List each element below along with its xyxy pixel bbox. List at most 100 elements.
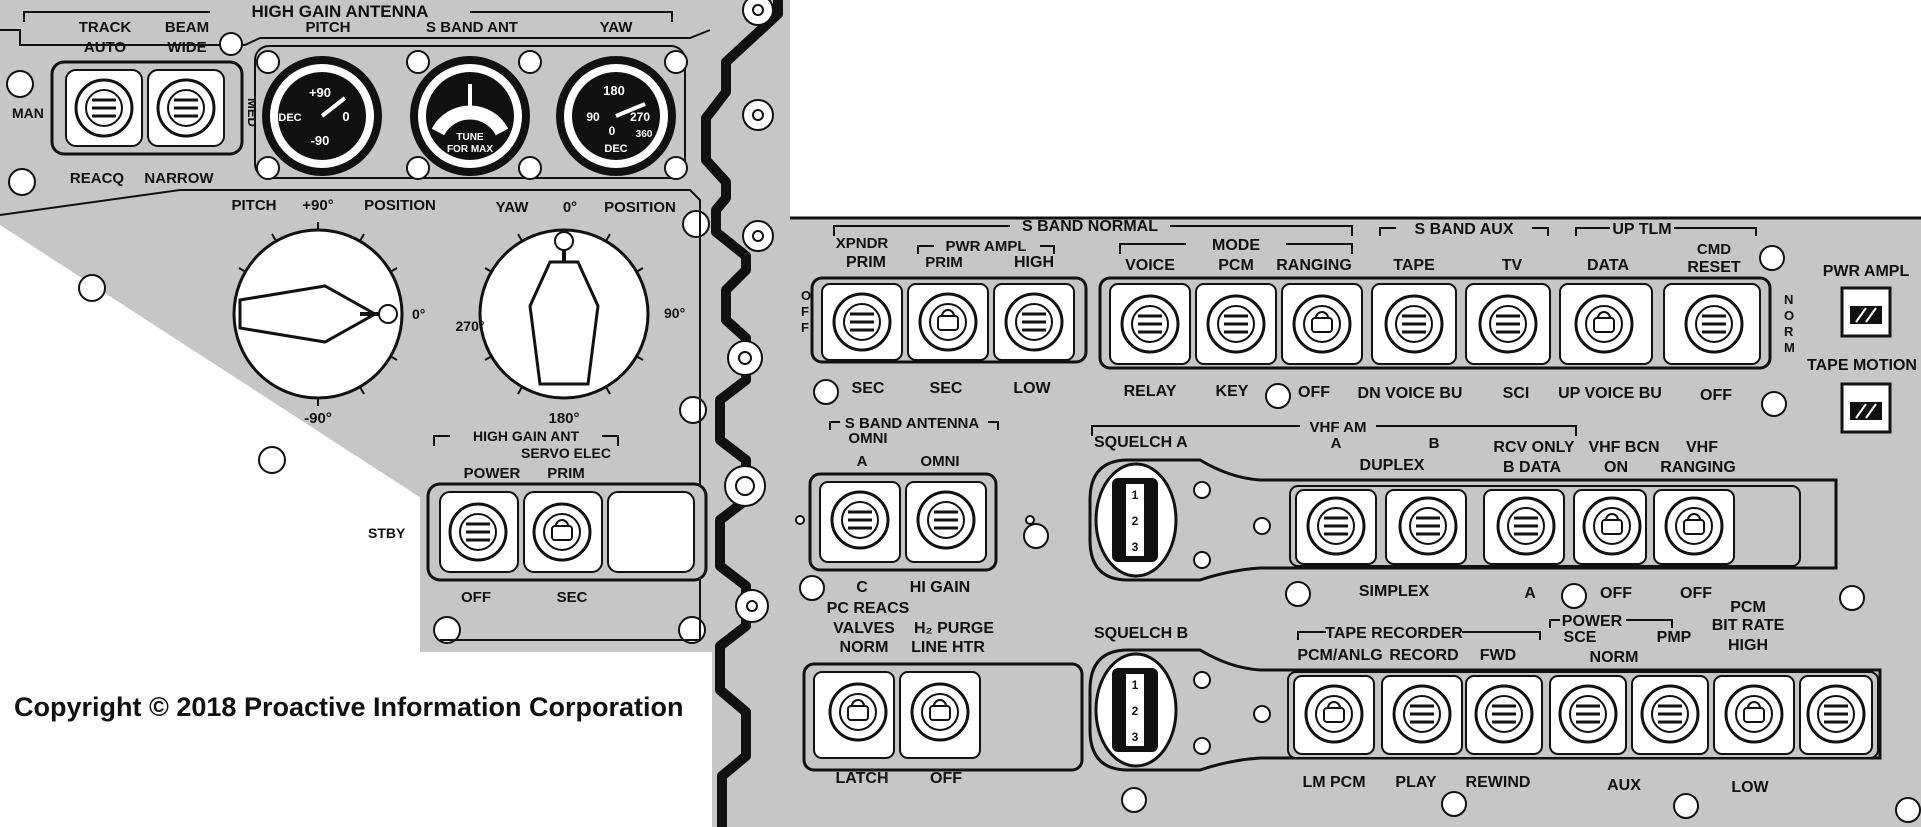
pwr-ampl-prim-switch[interactable]	[918, 292, 978, 352]
screw-icon	[1193, 481, 1211, 499]
right-panel: S BAND NORMAL XPNDR PRIM PWR AMPL PRIM H…	[795, 218, 1921, 823]
vhf-ranging-off-label: OFF	[1680, 585, 1712, 602]
screw-icon	[1193, 671, 1211, 689]
pwr-ampl-high-switch[interactable]	[1004, 292, 1064, 352]
hga-servo-switch[interactable]	[532, 502, 592, 562]
beam-width-switch[interactable]	[156, 78, 216, 138]
valves-label: VALVES	[833, 620, 895, 637]
voice-switch[interactable]	[1120, 294, 1180, 354]
pwr-ampl-label: PWR AMPL	[945, 238, 1026, 255]
hga-power-switch[interactable]	[448, 502, 508, 562]
yaw-meter-center: 0	[609, 124, 616, 138]
yaw-meter-left: 90	[586, 110, 600, 124]
vhf-bcn-on-label: ON	[1604, 459, 1628, 476]
pitch-position-value: +90°	[302, 197, 333, 214]
screw-icon	[1441, 791, 1467, 817]
s-band-ant-label: S BAND ANT	[426, 19, 518, 36]
s-band-antenna-title: S BAND ANTENNA	[845, 415, 980, 432]
bit-rate-low-label: LOW	[1731, 779, 1769, 796]
ranging-off-label: OFF	[1298, 384, 1330, 401]
servo-elec-label: SERVO ELEC	[521, 445, 611, 461]
yaw-dial-bottom: 180°	[548, 410, 579, 427]
yaw-meter-low: 360	[636, 129, 653, 140]
fwd-rewind-switch[interactable]	[1474, 684, 1534, 744]
screw-icon	[256, 156, 280, 180]
omni-hi-gain-switch[interactable]	[916, 490, 976, 550]
pitch-position-dial[interactable]	[232, 222, 404, 406]
vhf-bcn-switch[interactable]	[1582, 496, 1642, 556]
vhf-a-switch[interactable]	[1306, 496, 1366, 556]
pcm-switch[interactable]	[1206, 294, 1266, 354]
up-tlm-data-switch[interactable]	[1574, 294, 1634, 354]
screw-icon	[1193, 551, 1211, 569]
pc-reacs-valves-switch[interactable]	[828, 682, 888, 742]
pcm-anlg-switch[interactable]	[1304, 684, 1364, 744]
squelch-a-thumbwheel[interactable]: 1 2 3	[1094, 462, 1178, 578]
h2-purge-line-htr-switch[interactable]	[910, 682, 970, 742]
hga-off-label: OFF	[461, 589, 491, 606]
h2-off-label: OFF	[930, 770, 962, 787]
lm-pcm-label: LM PCM	[1302, 774, 1365, 791]
screw-icon	[8, 168, 36, 196]
tape-recorder-title: TAPE RECORDER	[1325, 625, 1463, 642]
screw-icon	[1265, 383, 1291, 409]
track-label: TRACK	[79, 19, 132, 36]
screw-icon	[1561, 583, 1587, 609]
record-play-switch[interactable]	[1392, 684, 1452, 744]
line-htr-label: LINE HTR	[911, 639, 985, 656]
vhf-a2-label: A	[1524, 585, 1536, 602]
pcm-bit-rate-switch[interactable]	[1724, 684, 1784, 744]
squelch-a-1: 1	[1132, 488, 1139, 502]
rcv-only-switch[interactable]	[1496, 496, 1556, 556]
vhf-ranging-switch[interactable]	[1664, 496, 1724, 556]
omni-label: OMNI	[848, 430, 887, 447]
pitch-meter: +90 DEC 0 -90	[262, 56, 382, 176]
s-band-aux-tv-switch[interactable]	[1478, 294, 1538, 354]
b-data-label: B DATA	[1503, 459, 1562, 476]
yaw-position-dial[interactable]	[478, 228, 650, 400]
squelch-b-2: 2	[1132, 704, 1139, 718]
screw-icon	[1121, 787, 1147, 813]
latch-label: LATCH	[835, 770, 888, 787]
power-sce-switch[interactable]	[1558, 684, 1618, 744]
screw-icon	[258, 446, 286, 474]
tape-extra-switch[interactable]	[1806, 684, 1866, 744]
screw-icon	[682, 210, 710, 238]
tape-label: TAPE	[1393, 257, 1435, 274]
simplex-label: SIMPLEX	[1359, 583, 1430, 600]
white-gap	[796, 0, 1921, 216]
s-band-aux-title: S BAND AUX	[1415, 221, 1514, 238]
ranging-switch[interactable]	[1292, 294, 1352, 354]
sce-label: SCE	[1564, 629, 1597, 646]
bit-rate-high-label: HIGH	[1728, 637, 1768, 654]
connector-strip-screws	[724, 0, 774, 623]
up-tlm-title: UP TLM	[1612, 221, 1671, 238]
screw-icon	[795, 515, 805, 525]
screw-icon	[664, 156, 688, 180]
s-band-meter-for-max: FOR MAX	[447, 144, 493, 155]
vhf-ranging-label: RANGING	[1660, 459, 1736, 476]
s-band-ant-meter: TUNE FOR MAX	[410, 56, 530, 176]
track-mode-switch[interactable]	[74, 78, 134, 138]
screw-icon	[1025, 515, 1035, 525]
power-label: POWER	[1562, 613, 1623, 630]
reacq-label: REACQ	[70, 170, 125, 187]
duplex-label: DUPLEX	[1360, 457, 1425, 474]
power-pmp-switch[interactable]	[1640, 684, 1700, 744]
screw-icon	[518, 50, 542, 74]
squelch-b-thumbwheel[interactable]: 1 2 3	[1094, 652, 1178, 768]
pwr-ampl-indicator	[1840, 286, 1892, 338]
tv-label: TV	[1502, 257, 1523, 274]
hi-gain-label: HI GAIN	[910, 579, 970, 596]
vhf-label: VHF	[1686, 439, 1718, 456]
omni-a-c-switch[interactable]	[830, 490, 890, 550]
s-band-aux-tape-switch[interactable]	[1384, 294, 1444, 354]
vhf-b-switch[interactable]	[1398, 496, 1458, 556]
screw-icon	[1839, 585, 1865, 611]
screw-icon	[406, 156, 430, 180]
up-tlm-cmd-reset-switch[interactable]	[1684, 294, 1744, 354]
xpndr-switch[interactable]	[832, 292, 892, 352]
yaw-meter: 180 90 270 0 360 DEC	[556, 56, 676, 176]
left-panel: HIGH GAIN ANTENNA TRACK AUTO BEAM WIDE P…	[0, 2, 711, 644]
